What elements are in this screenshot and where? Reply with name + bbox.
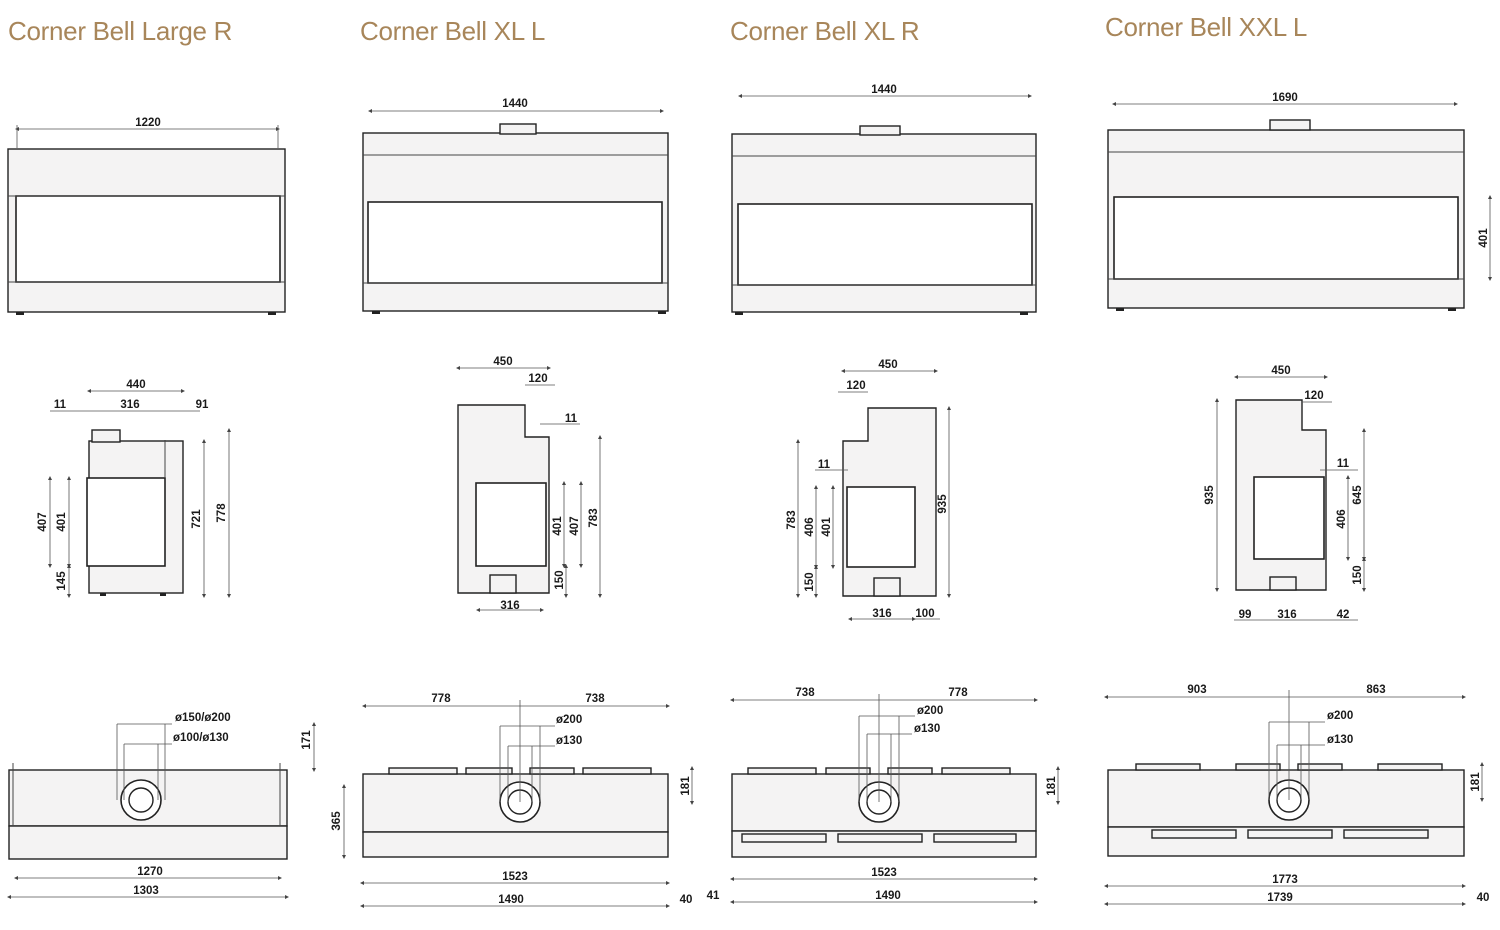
dim-120: 120 xyxy=(528,373,547,385)
dim-11: 11 xyxy=(54,399,67,411)
dim-h181: 181 xyxy=(1046,776,1058,796)
dim-h407: 407 xyxy=(569,516,581,535)
model-title-xl-l: Corner Bell XL L xyxy=(360,16,545,46)
dim-h783: 783 xyxy=(786,510,798,529)
dim-316: 316 xyxy=(120,399,139,411)
dim-11: 11 xyxy=(1337,458,1350,470)
dim-depth: 450 xyxy=(878,359,897,371)
dim-width: 1220 xyxy=(135,117,161,129)
dim-w42: 42 xyxy=(1337,609,1350,621)
dim-flue-outer: ø200 xyxy=(917,705,943,717)
dim-right: 738 xyxy=(585,693,605,705)
top-view-xxl-l: 903 863 ø200 ø130 181 1773 1739 40 xyxy=(1104,684,1490,906)
dim-h407: 407 xyxy=(37,512,49,531)
dim-width: 1690 xyxy=(1272,92,1298,104)
dim-w40: 40 xyxy=(1477,892,1490,904)
dim-h401: 401 xyxy=(821,517,833,537)
dim-11: 11 xyxy=(565,413,578,425)
dim-w99: 99 xyxy=(1239,609,1252,621)
side-view-xl-l: 450 120 11 401 407 783 150 316 xyxy=(456,356,602,612)
dim-flue-inner: ø130 xyxy=(914,723,940,735)
dim-w40: 40 xyxy=(680,894,693,906)
dim-w1490: 1490 xyxy=(498,894,524,906)
dim-120: 120 xyxy=(846,380,865,392)
dim-flue-inner: ø100/ø130 xyxy=(173,732,229,744)
front-view-xl-r: 1440 xyxy=(731,84,1037,315)
dim-h150: 150 xyxy=(1352,565,1364,584)
dim-w1739: 1739 xyxy=(1267,892,1293,904)
dim-h401: 401 xyxy=(56,512,68,532)
dim-w316: 316 xyxy=(1277,609,1296,621)
top-view-xl-l: 778 738 ø200 ø130 181 365 1523 1490 40 xyxy=(331,693,694,908)
dim-h935: 935 xyxy=(937,494,949,514)
dim-h406: 406 xyxy=(1336,509,1348,528)
dim-left: 778 xyxy=(431,693,451,705)
dim-11: 11 xyxy=(818,459,831,471)
dim-depth: 450 xyxy=(1271,365,1290,377)
dim-flue-outer: ø200 xyxy=(1327,710,1353,722)
dim-right: 863 xyxy=(1366,684,1385,696)
model-title-xl-r: Corner Bell XL R xyxy=(730,16,920,46)
front-view-xl-l: 1440 xyxy=(362,98,669,314)
dim-w1523: 1523 xyxy=(871,867,897,879)
dim-flue-outer: ø150/ø200 xyxy=(175,712,231,724)
dim-h401: 401 xyxy=(1478,228,1490,248)
model-title-xxl-l: Corner Bell XXL L xyxy=(1105,12,1308,42)
top-view-large-r: ø150/ø200 ø100/ø130 171 1270 1303 xyxy=(7,712,316,899)
dim-left: 903 xyxy=(1187,684,1206,696)
side-view-large-r: 440 11 316 91 407 401 145 721 778 xyxy=(37,379,231,598)
dim-flue-inner: ø130 xyxy=(556,735,582,747)
dim-h365: 365 xyxy=(331,811,343,831)
dim-h401: 401 xyxy=(552,516,564,536)
dim-h721: 721 xyxy=(191,509,203,529)
front-view-large-r: 1220 xyxy=(7,117,286,315)
dim-h645: 645 xyxy=(1352,485,1364,505)
dim-w316: 316 xyxy=(500,600,519,612)
dim-h150: 150 xyxy=(554,570,566,589)
top-view-xl-r: 738 778 ø200 ø130 181 41 1523 1490 xyxy=(707,687,1060,904)
dim-h145: 145 xyxy=(56,571,68,591)
dim-flue-inner: ø130 xyxy=(1327,734,1353,746)
dim-h783: 783 xyxy=(588,508,600,527)
dim-w1523: 1523 xyxy=(502,871,528,883)
dim-w41: 41 xyxy=(707,890,720,902)
model-title-large-r: Corner Bell Large R xyxy=(8,16,233,46)
dim-w1773: 1773 xyxy=(1272,874,1298,886)
dim-w316: 316 xyxy=(872,608,891,620)
dim-depth: 450 xyxy=(493,356,512,368)
dim-flue-outer: ø200 xyxy=(556,714,582,726)
dim-h778: 778 xyxy=(216,503,228,523)
dim-width: 1440 xyxy=(871,84,897,96)
dim-right: 778 xyxy=(948,687,968,699)
dim-h935: 935 xyxy=(1204,485,1216,505)
dim-left: 738 xyxy=(795,687,815,699)
dim-h150: 150 xyxy=(804,572,816,591)
dim-depth: 440 xyxy=(126,379,145,391)
dim-91: 91 xyxy=(196,399,209,411)
dim-120: 120 xyxy=(1304,390,1323,402)
dim-w1270: 1270 xyxy=(137,866,163,878)
side-view-xl-r: 450 120 11 783 406 401 150 935 316 100 xyxy=(786,359,951,621)
dim-width: 1440 xyxy=(502,98,528,110)
dim-h406: 406 xyxy=(804,517,816,536)
dim-w1490: 1490 xyxy=(875,890,901,902)
dim-h171: 171 xyxy=(301,730,313,750)
dim-h181: 181 xyxy=(680,776,692,796)
side-view-xxl-l: 450 120 11 935 645 406 150 99 316 42 xyxy=(1204,365,1366,621)
front-view-xxl-l: 1690 401 xyxy=(1107,92,1492,311)
dim-h181: 181 xyxy=(1470,772,1482,792)
dim-w100: 100 xyxy=(915,608,934,620)
dim-w1303: 1303 xyxy=(133,885,159,897)
